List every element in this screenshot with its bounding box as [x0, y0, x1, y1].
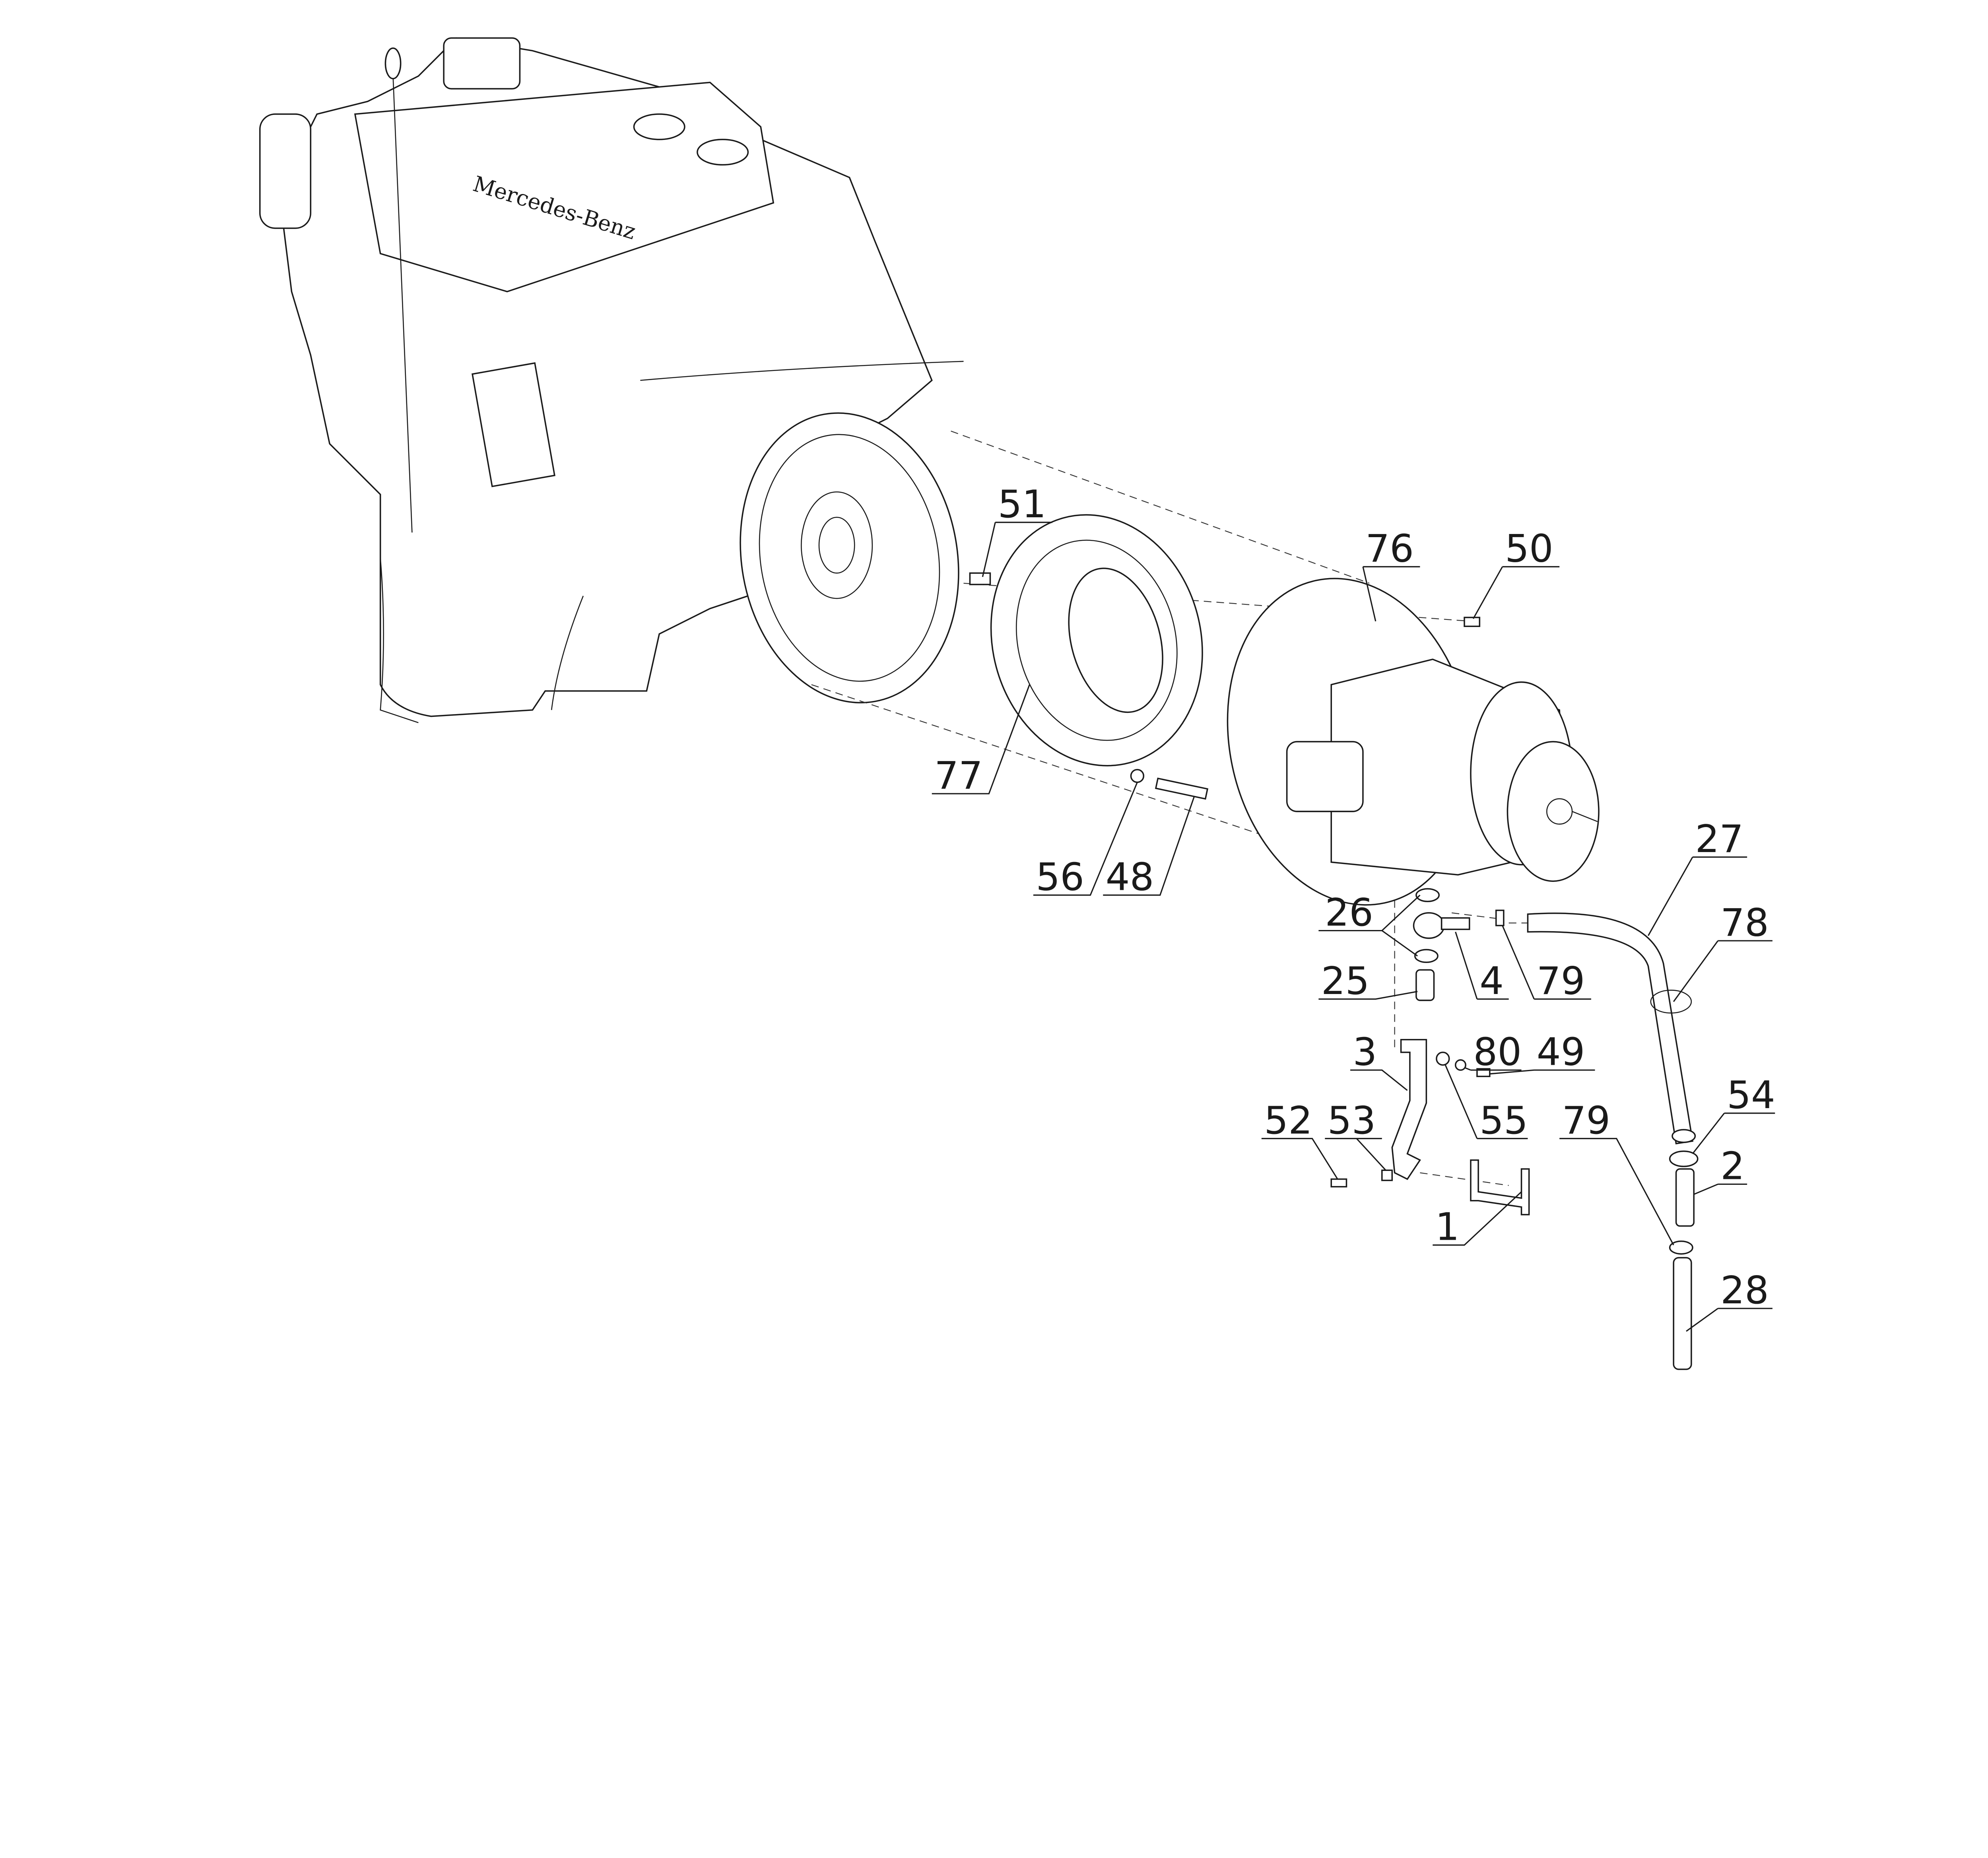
callout-54: 54 — [1727, 1073, 1775, 1117]
flywheel-housing — [740, 412, 959, 704]
bolt-48 — [1155, 777, 1209, 800]
banjo-bolt-25 — [1415, 969, 1435, 1001]
callout-2: 2 — [1720, 1144, 1745, 1188]
callout-55: 55 — [1479, 1098, 1528, 1143]
callout-77: 77 — [934, 753, 983, 798]
engine-block: Mercedes-Benz — [259, 37, 964, 723]
callout-50: 50 — [1505, 526, 1553, 571]
bolt-51 — [969, 572, 991, 585]
bracket-3 — [1391, 1039, 1427, 1180]
callout-26: 26 — [1325, 890, 1373, 935]
callout-labels: 51 50 76 77 56 48 27 78 26 4 79 25 80 49… — [932, 482, 1775, 1332]
clamp-79-lower-top — [1672, 1129, 1696, 1143]
callout-25: 25 — [1321, 959, 1370, 1003]
clamp-79-lower — [1669, 1241, 1693, 1255]
nut-53 — [1381, 1169, 1393, 1181]
callout-3: 3 — [1353, 1030, 1377, 1074]
bolt-50 — [1464, 617, 1481, 627]
banjo-fitting-4 — [1413, 912, 1445, 939]
screw-52 — [1330, 1178, 1347, 1188]
exploded-view-diagram: Mercedes-Benz — [259, 37, 1775, 1370]
hose-28 — [1673, 1257, 1692, 1370]
dipstick — [392, 76, 413, 533]
callout-4: 4 — [1479, 959, 1504, 1003]
ring-54 — [1669, 1150, 1699, 1167]
callout-76: 76 — [1365, 526, 1414, 571]
callout-48: 48 — [1106, 855, 1154, 899]
callout-80: 80 — [1473, 1030, 1522, 1074]
callout-27: 27 — [1695, 817, 1743, 861]
pipe-1 — [1470, 1159, 1530, 1215]
callout-79-lower: 79 — [1562, 1098, 1611, 1143]
clamp-79-upper — [1495, 909, 1505, 926]
gearbox — [1227, 578, 1600, 906]
callout-51: 51 — [998, 482, 1046, 526]
callout-1: 1 — [1435, 1205, 1460, 1249]
callout-78: 78 — [1720, 900, 1769, 945]
callout-56: 56 — [1036, 855, 1084, 899]
hose-27 — [1527, 912, 1694, 1145]
callout-53: 53 — [1328, 1098, 1376, 1143]
callout-79-upper: 79 — [1537, 959, 1585, 1003]
o-ring-26-lower — [1414, 949, 1439, 963]
callout-52: 52 — [1264, 1098, 1312, 1143]
washer-55 — [1436, 1051, 1450, 1066]
connector-2 — [1675, 1168, 1695, 1227]
coupling-plate — [990, 514, 1203, 767]
callout-49: 49 — [1537, 1030, 1585, 1074]
washer-80 — [1454, 1059, 1466, 1071]
washer-56 — [1130, 769, 1145, 783]
tie-78 — [1650, 990, 1692, 1014]
callout-28: 28 — [1720, 1268, 1769, 1312]
o-ring-26-upper — [1415, 888, 1440, 902]
oil-filter — [259, 113, 312, 229]
